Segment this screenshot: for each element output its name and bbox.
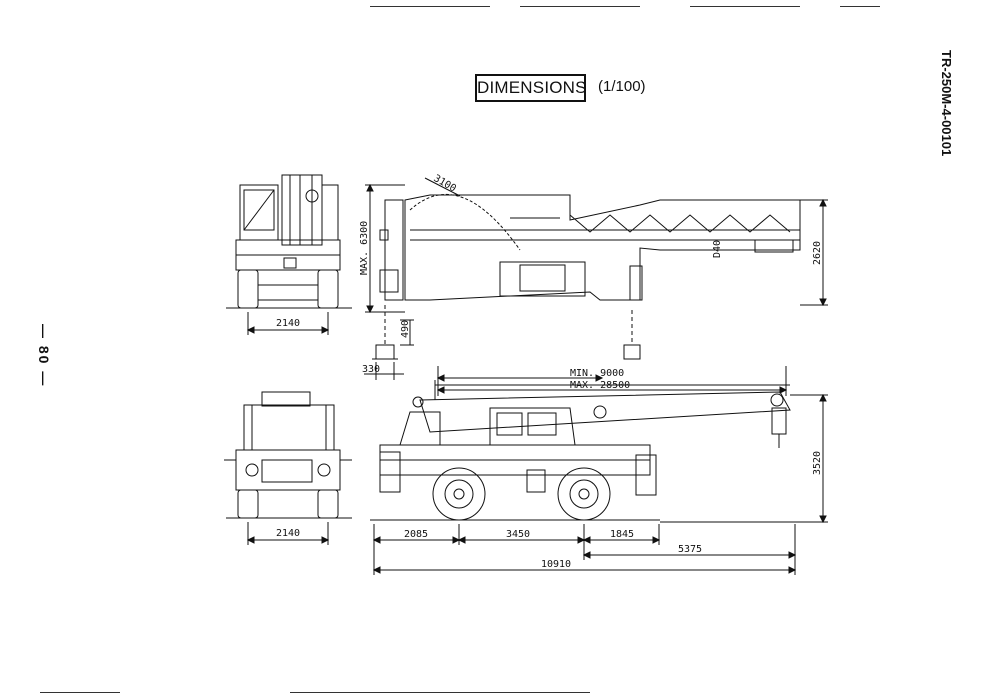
- dimension-boom-depth: 2620: [800, 198, 828, 307]
- dim-min-length: MIN. 9000: [570, 368, 624, 379]
- scan-artifact-bottom: [290, 692, 590, 693]
- dim-boom-offset: 3100: [432, 173, 458, 195]
- plan-view: [379, 194, 801, 301]
- scale-label: (1/100): [598, 78, 646, 95]
- scan-artifact-top: [840, 6, 880, 7]
- scan-artifact-bottom: [40, 692, 120, 693]
- page-number: — 80 —: [36, 324, 52, 388]
- boom-section-label: D40: [712, 240, 723, 258]
- dimension-boom-offset: 3100: [409, 173, 521, 251]
- dim-wheelbase: 3450: [506, 529, 530, 540]
- dim-boom-depth: 2620: [812, 241, 823, 265]
- side-view: [370, 380, 791, 521]
- document-code: TR-250M-4-00101: [939, 50, 954, 157]
- dimension-boom-length: MIN. 9000 MAX. 28500: [436, 366, 788, 396]
- dim-front-overhang: 1845: [610, 529, 634, 540]
- dim-outrigger-width: 330: [362, 364, 380, 375]
- scan-artifact-top: [690, 6, 800, 7]
- dimension-max-height: MAX. 6300: [359, 183, 405, 314]
- scan-artifact-top: [520, 6, 640, 7]
- dim-max-length: MAX. 28500: [570, 380, 630, 391]
- page-title: DIMENSIONS: [475, 74, 586, 102]
- dimension-chassis: 2085 3450 1845 5375 10910: [372, 524, 797, 575]
- dim-front-length: 5375: [678, 544, 702, 555]
- outrigger-pad-detail: 490 330: [362, 305, 641, 380]
- dimension-overall-height: 3520: [660, 393, 828, 524]
- scan-artifact-top: [370, 6, 490, 7]
- rear-view: [224, 391, 352, 519]
- dim-overall-length: 10910: [541, 559, 571, 570]
- front-view-top: [226, 174, 352, 309]
- dim-max-height: MAX. 6300: [359, 221, 370, 275]
- dimension-front-track-bottom: 2140: [246, 522, 330, 545]
- dim-outrigger-height: 490: [400, 320, 411, 338]
- dim-rear-overhang: 2085: [404, 529, 428, 540]
- dim-overall-height: 3520: [812, 451, 823, 475]
- dim-front-track-top: 2140: [276, 318, 300, 329]
- dim-front-track-bottom: 2140: [276, 528, 300, 539]
- dimension-front-track-top: 2140: [246, 312, 330, 335]
